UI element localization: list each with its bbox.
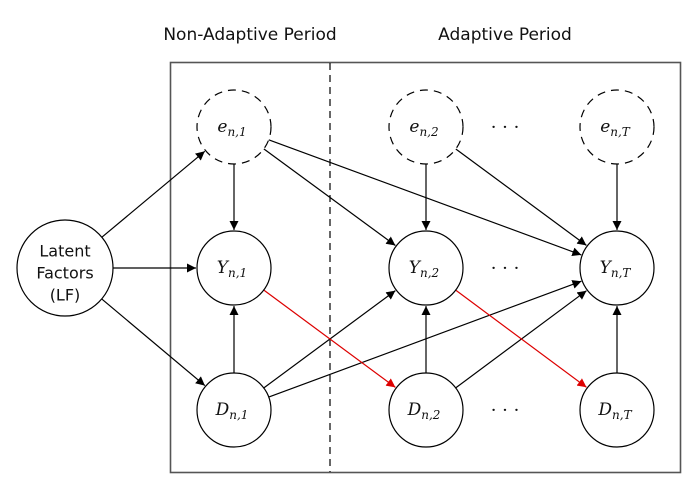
node-label-DT: Dn,T [597, 400, 632, 422]
ellipsis-y-row: · · · [491, 258, 520, 279]
ellipsis-e-row: · · · [491, 117, 520, 138]
node-label-YT: Yn,T [600, 258, 632, 280]
node-label-eT: en,T [600, 117, 631, 139]
node-label-e1: en,1 [217, 117, 246, 139]
edge-e1-to-Y2 [263, 148, 396, 246]
node-label-e2: en,2 [409, 117, 438, 139]
node-label-D2: Dn,2 [407, 400, 441, 422]
node-Y2 [388, 230, 464, 306]
node-DT [579, 372, 655, 448]
edge-e2-to-YT [455, 148, 587, 246]
latent-factors-label-line: Latent [39, 242, 90, 261]
node-label-D1: Dn,1 [215, 400, 249, 422]
edges-layer [101, 139, 622, 398]
edge-LF-to-e1 [101, 150, 206, 238]
node-Y1 [196, 230, 272, 306]
non-adaptive-period-title: Non-Adaptive Period [163, 25, 336, 45]
node-D1 [196, 372, 272, 448]
edge-Y2-to-DT [455, 289, 587, 388]
edge-e1-to-YT [268, 139, 582, 257]
latent-factors-label-line: (LF) [50, 286, 81, 305]
edge-D1-to-YT [268, 280, 582, 398]
edge-Y1-to-D2 [263, 289, 396, 388]
node-label-Y2: Yn,2 [409, 258, 439, 280]
node-D2 [388, 372, 464, 448]
node-e1 [196, 89, 272, 165]
node-latent-factors [16, 219, 114, 317]
latent-factors-label-line: Factors [36, 264, 93, 283]
adaptive-period-title: Adaptive Period [438, 25, 572, 45]
node-label-Y1: Yn,1 [217, 258, 247, 280]
node-eT [579, 89, 655, 165]
ellipsis-d-row: · · · [491, 400, 520, 421]
node-YT [579, 230, 655, 306]
node-e2 [388, 89, 464, 165]
edge-LF-to-D1 [101, 298, 206, 387]
